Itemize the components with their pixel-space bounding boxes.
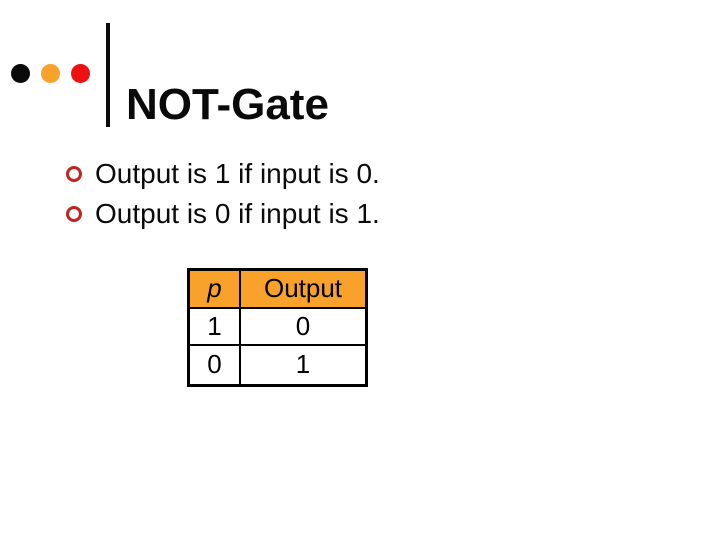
table-cell-output: 0 <box>239 306 368 346</box>
decor-dot-orange-icon <box>41 64 60 83</box>
table-header-p: p <box>187 268 241 309</box>
decor-dot-black-icon <box>11 64 30 83</box>
table-cell-p: 1 <box>187 306 241 346</box>
list-item: Output is 0 if input is 1. <box>66 197 380 231</box>
title-divider-rule <box>106 23 110 127</box>
table-row: 0 1 <box>187 343 368 387</box>
bullet-text: Output is 1 if input is 0. <box>95 158 380 189</box>
bullet-ring-icon <box>66 206 82 222</box>
truth-table: p Output 1 0 0 1 <box>187 268 368 387</box>
bullet-text: Output is 0 if input is 1. <box>95 198 380 229</box>
table-header-row: p Output <box>187 268 368 309</box>
table-header-output: Output <box>239 268 368 309</box>
table-cell-p: 0 <box>187 343 241 387</box>
decor-dot-red-icon <box>71 64 90 83</box>
bullet-ring-icon <box>66 166 82 182</box>
page-title: NOT-Gate <box>126 80 329 130</box>
table-cell-output: 1 <box>239 343 368 387</box>
list-item: Output is 1 if input is 0. <box>66 157 380 191</box>
table-row: 1 0 <box>187 306 368 346</box>
